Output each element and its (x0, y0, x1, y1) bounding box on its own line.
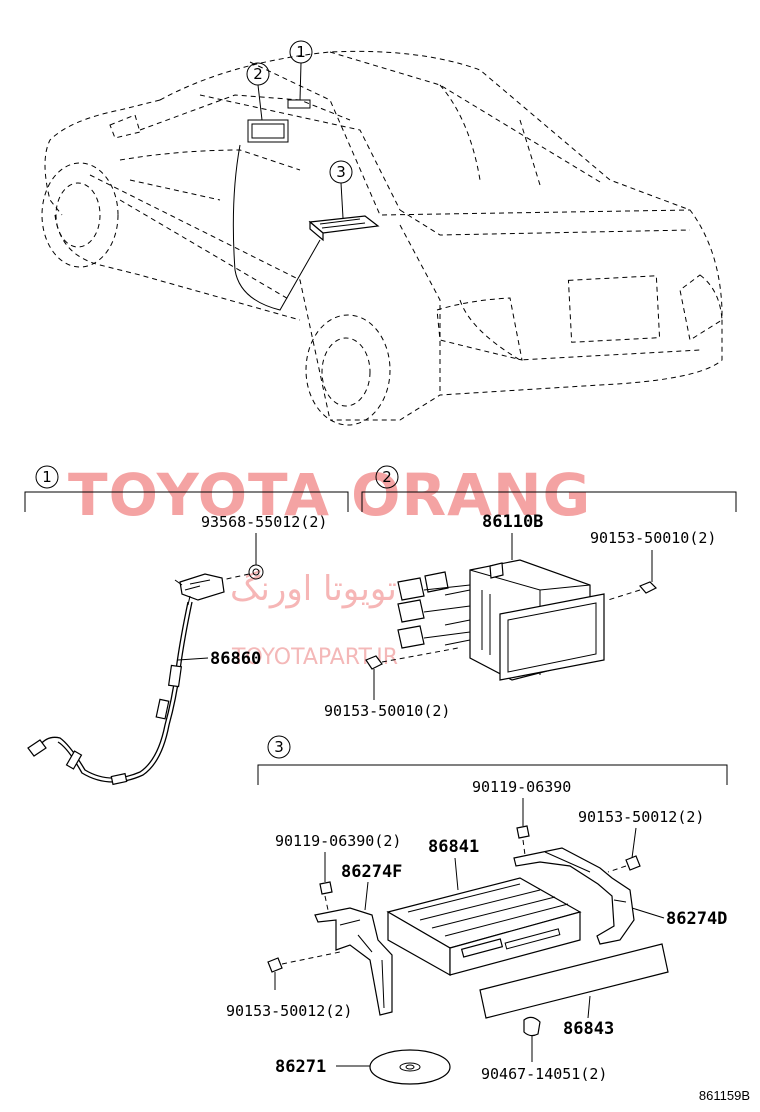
section-3-number: 3 (274, 738, 284, 756)
diagram-id: 861159B (699, 1088, 750, 1103)
section-2-number: 2 (382, 468, 392, 486)
part-86110B: 86110B (482, 512, 543, 532)
part-86274F: 86274F (341, 862, 402, 882)
watermark-arabic: تويوتا اورنگ (230, 569, 397, 609)
part-93568-55012: 93568-55012(2) (201, 513, 327, 531)
callout-3: 3 (329, 160, 353, 219)
section-3: 3 90119-06390 90153-50012(2) 90119-06390… (226, 735, 728, 1085)
part-90119-06390: 90119-06390 (472, 778, 571, 796)
part-90153-50012-right: 90153-50012(2) (578, 808, 704, 826)
callout-1: 1 (289, 40, 313, 101)
part-86843: 86843 (563, 1019, 614, 1039)
section-1: 1 93568-55012(2) 86860 (24, 465, 349, 786)
part-86841: 86841 (428, 837, 479, 857)
part-86860: 86860 (210, 649, 261, 669)
section-2: 2 86110B 90153-50010(2) 90153-50010(2) (324, 465, 737, 720)
part-90153-50010-left: 90153-50010(2) (324, 702, 450, 720)
part-90119-06390-2: 90119-06390(2) (275, 832, 401, 850)
callout-2: 2 (246, 62, 270, 121)
callout-3-label: 3 (336, 163, 346, 181)
part-90467-14051: 90467-14051(2) (481, 1065, 607, 1083)
part-90153-50010-right: 90153-50010(2) (590, 529, 716, 547)
callout-1-label: 1 (296, 43, 306, 61)
callout-2-label: 2 (253, 65, 263, 83)
section-1-number: 1 (42, 468, 52, 486)
part-90153-50012-left: 90153-50012(2) (226, 1002, 352, 1020)
car-illustration (41, 50, 723, 426)
watermark-main: TOYOTA ORANG (68, 461, 591, 529)
part-86271: 86271 (275, 1057, 326, 1077)
part-86274D: 86274D (666, 909, 727, 929)
